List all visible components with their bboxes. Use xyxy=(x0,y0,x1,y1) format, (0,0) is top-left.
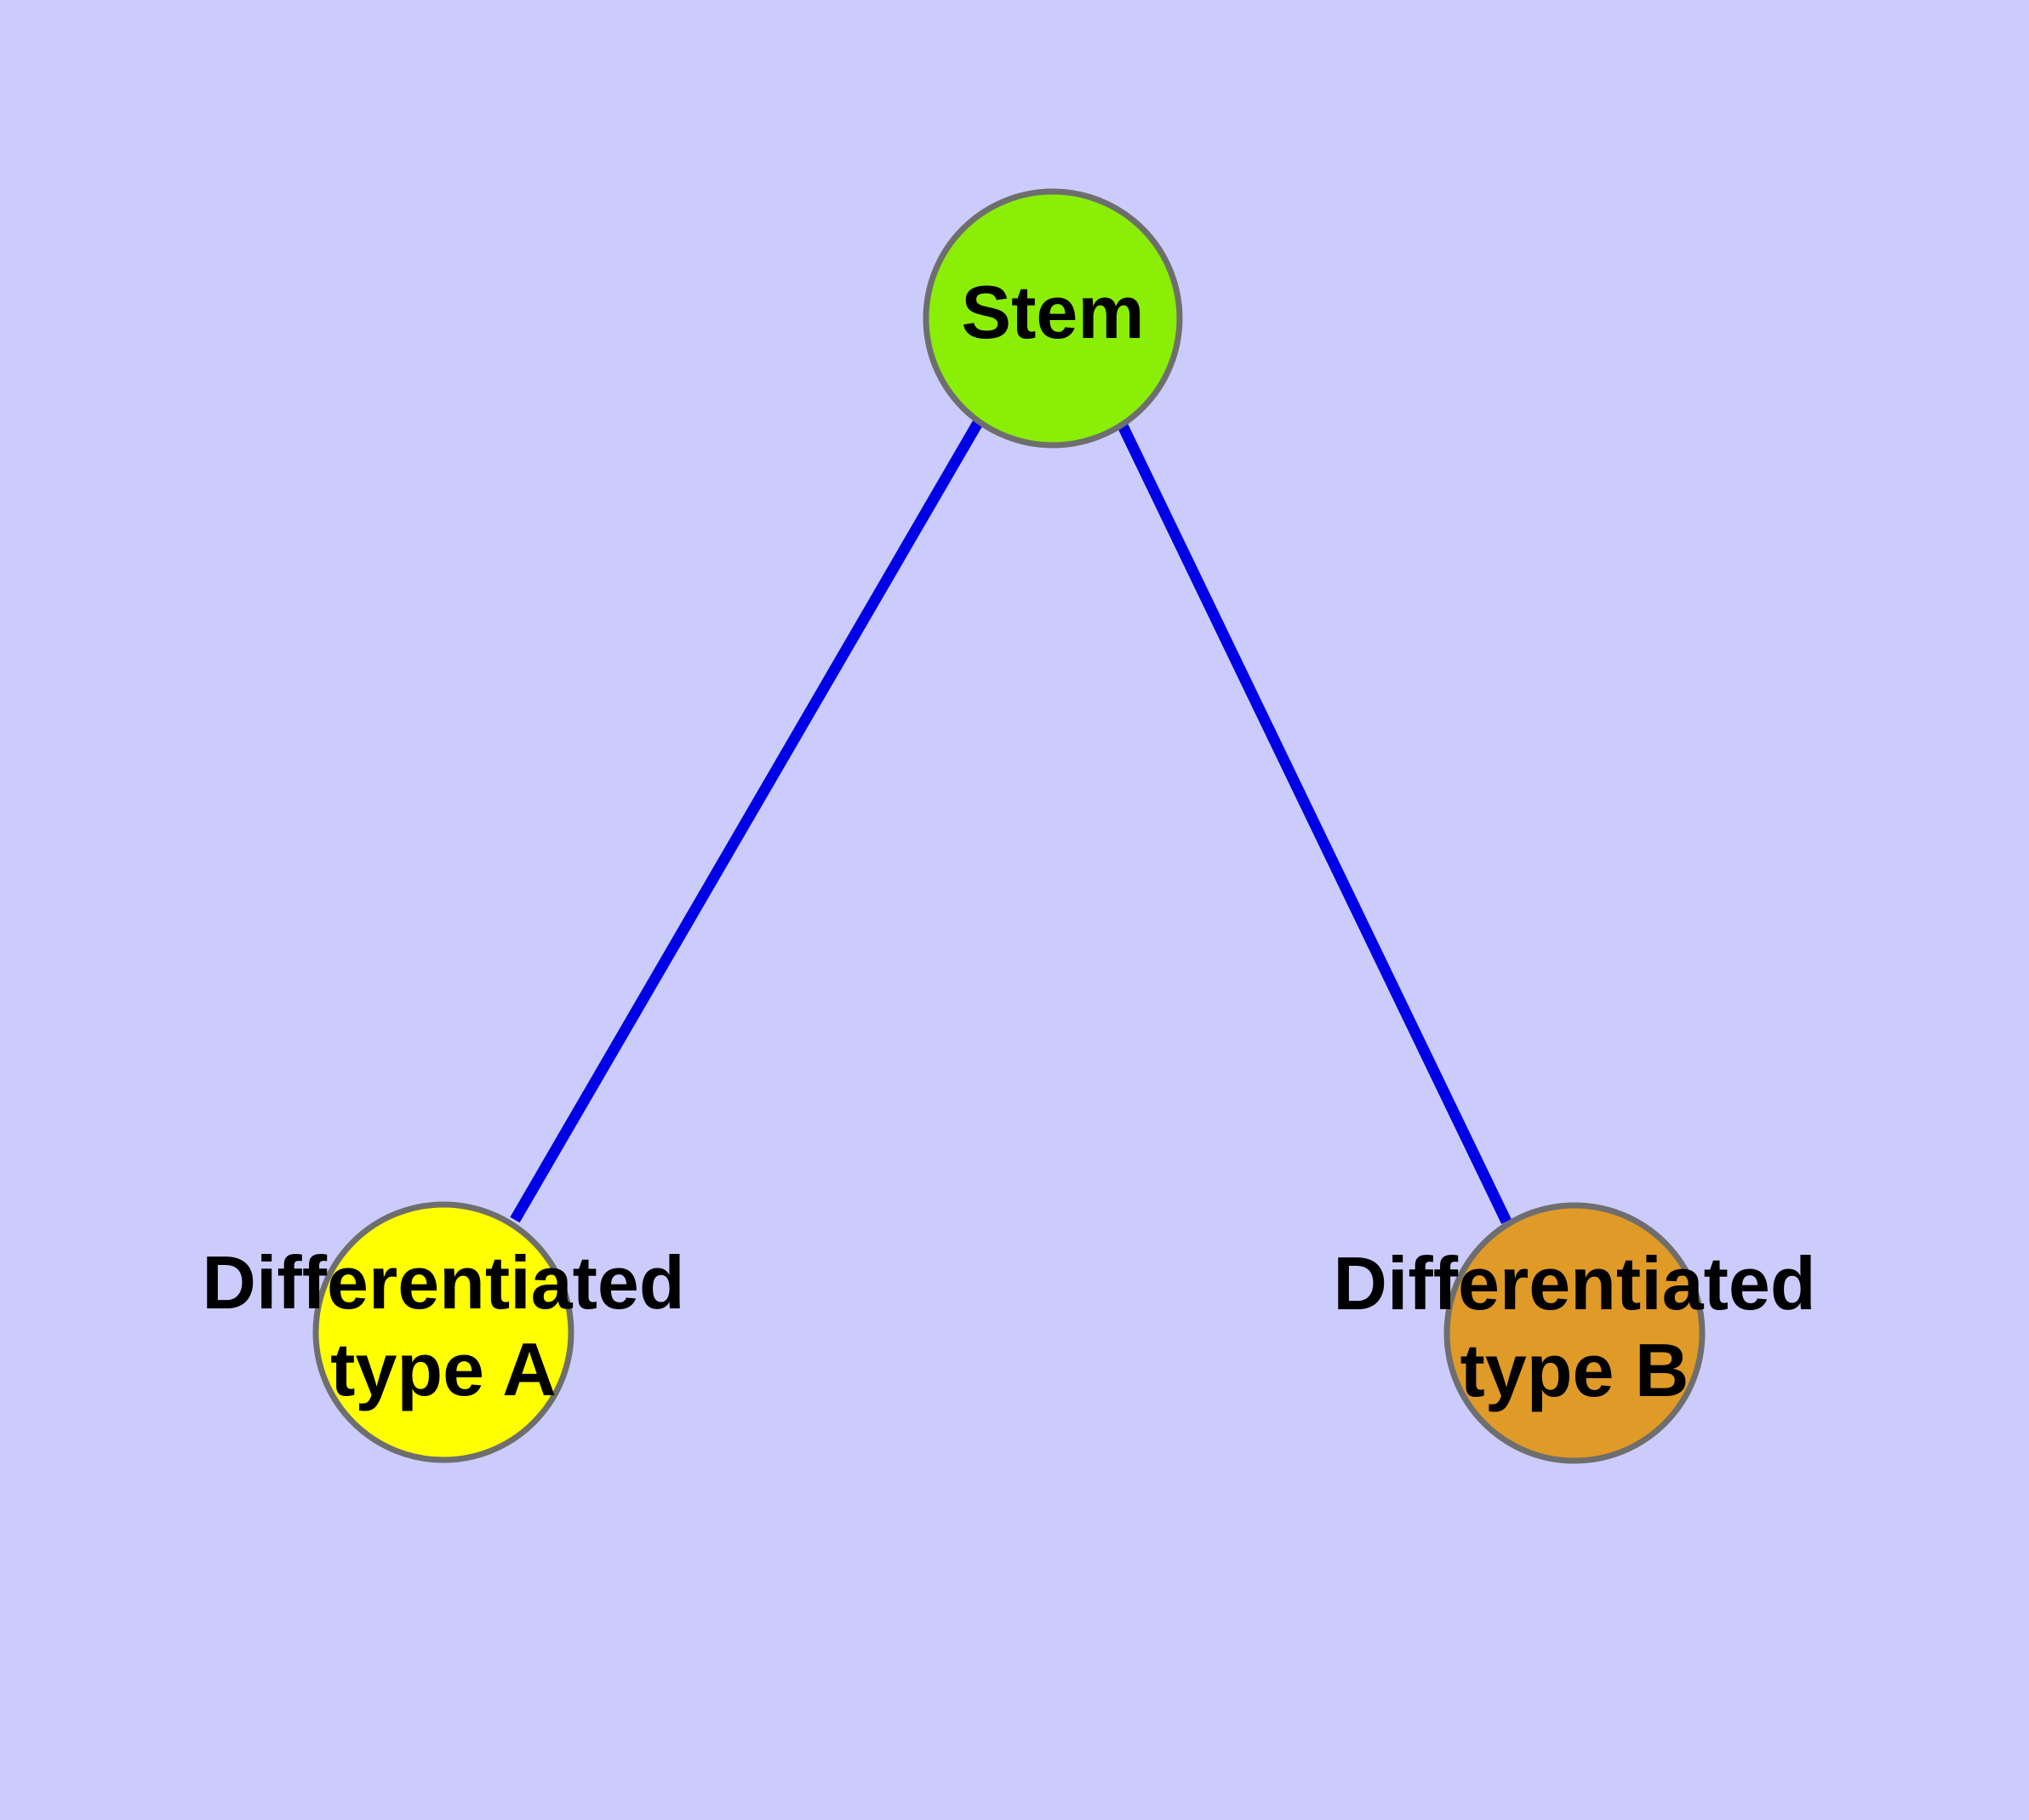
label-line: Differentiated xyxy=(1333,1241,1815,1325)
label-line: type A xyxy=(330,1327,557,1411)
label-line: type B xyxy=(1460,1328,1689,1412)
graph-node-diff_b[interactable] xyxy=(1443,1202,1706,1464)
graph-node-stem[interactable] xyxy=(923,188,1183,449)
graph-node-label-stem: Stem xyxy=(961,270,1144,354)
graph-node-diff_a[interactable] xyxy=(312,1201,574,1463)
graph-edge-stem-to-diff-a[interactable] xyxy=(510,418,984,1223)
label-line: Differentiated xyxy=(202,1240,684,1325)
edges-layer xyxy=(510,418,1512,1224)
nodes-layer xyxy=(312,188,1706,1464)
label-line: Stem xyxy=(961,270,1144,354)
graph-edge-stem-to-diff-b[interactable] xyxy=(1117,421,1512,1224)
